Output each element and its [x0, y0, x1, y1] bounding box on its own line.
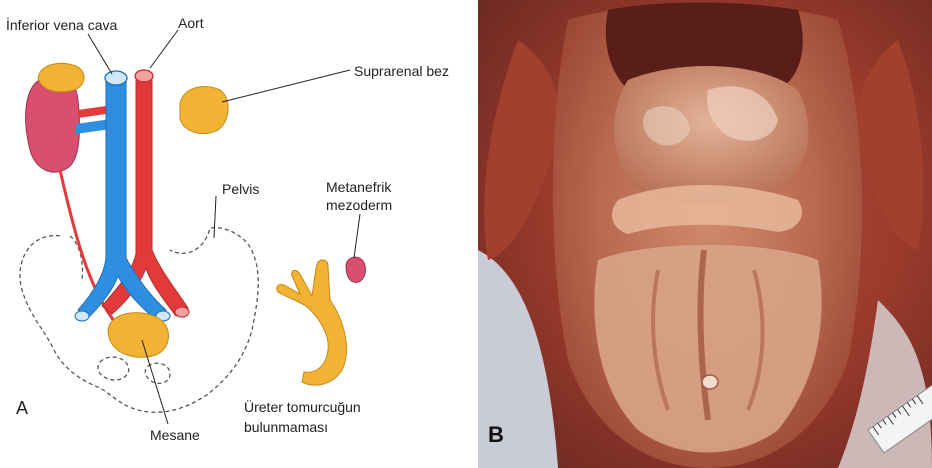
right-adrenal-gland — [180, 86, 228, 133]
suprarenal-label: Suprarenal bez — [354, 63, 449, 79]
photo-umbilicus — [702, 375, 718, 389]
ivc-left-iliac-cut — [75, 311, 89, 321]
aorta-right-iliac-cut — [175, 307, 189, 317]
panel-a-diagram: İnferior vena cava Aort Suprarenal bez P… — [0, 0, 478, 468]
panel-b-letter: B — [488, 422, 504, 447]
panel-a-letter: A — [16, 398, 28, 418]
ureter-label-line2: bulunmaması — [244, 419, 328, 435]
ureter-label-line1: Üreter tomurcuğun — [244, 398, 361, 415]
aorta-top-cut — [135, 70, 153, 82]
metanephric-label-line2: mezoderm — [326, 197, 392, 213]
bladder-label: Mesane — [150, 427, 200, 443]
aorta-label: Aort — [178, 15, 204, 31]
panel-b-photo: B — [478, 0, 932, 468]
metanephric-mesoderm-blob — [346, 257, 365, 282]
pelvis-label: Pelvis — [222, 181, 259, 197]
left-adrenal-gland — [38, 63, 84, 92]
photo-liver — [614, 66, 808, 205]
ivc-top-cut — [105, 71, 127, 85]
ivc-label: İnferior vena cava — [6, 16, 117, 33]
metanephric-label-line1: Metanefrik — [326, 179, 392, 195]
